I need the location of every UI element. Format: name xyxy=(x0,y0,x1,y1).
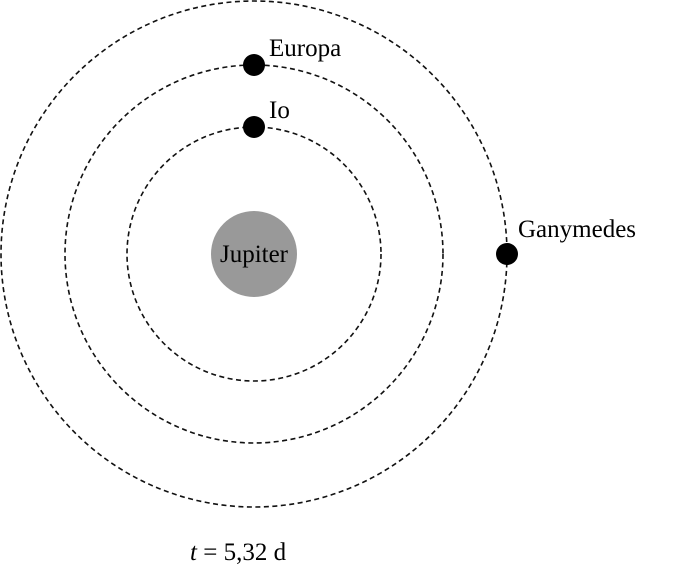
ganymedes-label: Ganymedes xyxy=(518,216,636,243)
time-value: 5,32 xyxy=(224,539,268,566)
europa-orbit xyxy=(64,64,444,444)
time-unit: d xyxy=(267,539,286,566)
io-moon xyxy=(243,116,265,138)
jupiter-body xyxy=(211,211,297,297)
time-equals: = xyxy=(197,539,224,566)
ganymedes-moon xyxy=(496,243,518,265)
time-variable: t xyxy=(190,539,198,566)
europa-moon xyxy=(243,54,265,76)
time-readout: t = 5,32 d xyxy=(190,539,287,566)
io-label: Io xyxy=(269,97,290,124)
europa-label: Europa xyxy=(269,35,341,62)
jupiter-label: Jupiter xyxy=(220,241,289,268)
